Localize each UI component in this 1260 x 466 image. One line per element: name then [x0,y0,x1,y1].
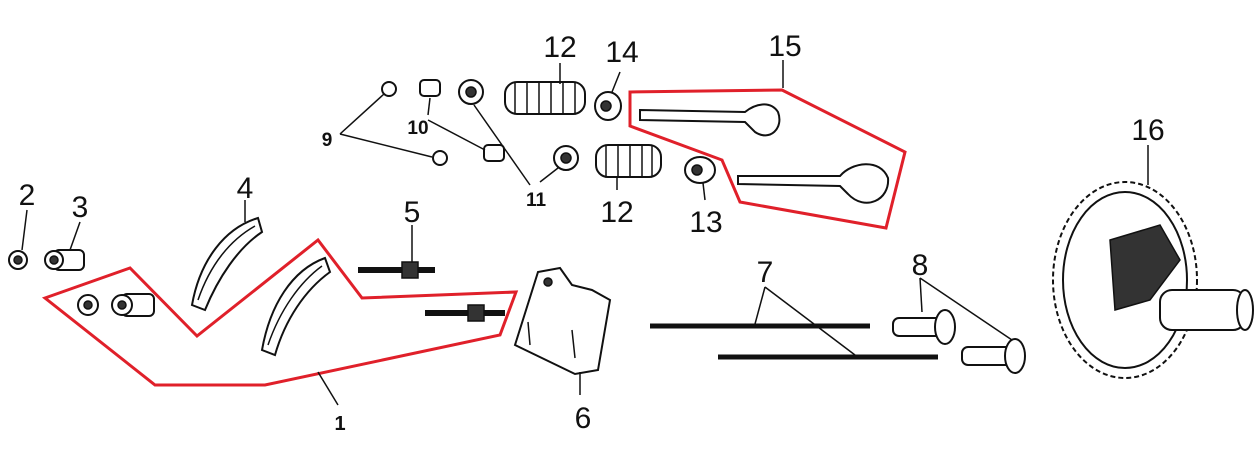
valve-stem-seal-part-13 [684,156,716,184]
label-part-12-bottom: 12 [600,196,633,229]
label-part-5: 5 [404,196,421,229]
label-part-16: 16 [1131,114,1164,147]
valve-collet-part-10 [419,79,505,162]
label-part-12-top: 12 [543,31,576,64]
nut-in-set [77,294,99,316]
label-part-10: 10 [407,118,428,139]
label-part-7: 7 [757,256,774,289]
group-outline-rocker-arm-set [41,237,519,387]
label-part-6: 6 [575,402,592,435]
label-part-14: 14 [605,36,638,69]
label-part-9: 9 [322,130,333,151]
valve-keeper-part-9 [381,81,448,166]
valve-spring-part-12 [504,81,662,178]
label-part-8: 8 [912,249,929,282]
stud-bolt-in-set [425,304,505,322]
spring-retainer-part-11 [458,79,579,171]
sleeve-nut-part-3 [44,249,85,271]
push-rod-part-7 [650,323,938,360]
group-outline-valve-set [628,88,907,230]
label-part-2: 2 [19,179,36,212]
sleeve-nut-in-set [111,293,155,317]
valve-spring-seat-part-14 [594,91,622,121]
label-part-4: 4 [237,172,254,205]
leader-lines [21,60,1149,406]
nut-part-2 [8,250,28,270]
rocker-arm-part-4 [190,216,264,312]
rocker-arm-in-set [260,256,332,357]
camshaft-gear-part-16 [1052,181,1254,379]
label-part-15: 15 [768,30,801,63]
tappet-part-8 [892,309,1026,374]
valve-part-15 [639,103,890,204]
label-part-3: 3 [72,191,89,224]
label-part-1: 1 [334,413,345,435]
label-part-11: 11 [526,190,547,211]
guide-plate-part-6 [513,266,612,376]
label-part-13: 13 [689,206,722,239]
stud-bolt-part-5 [358,261,435,279]
